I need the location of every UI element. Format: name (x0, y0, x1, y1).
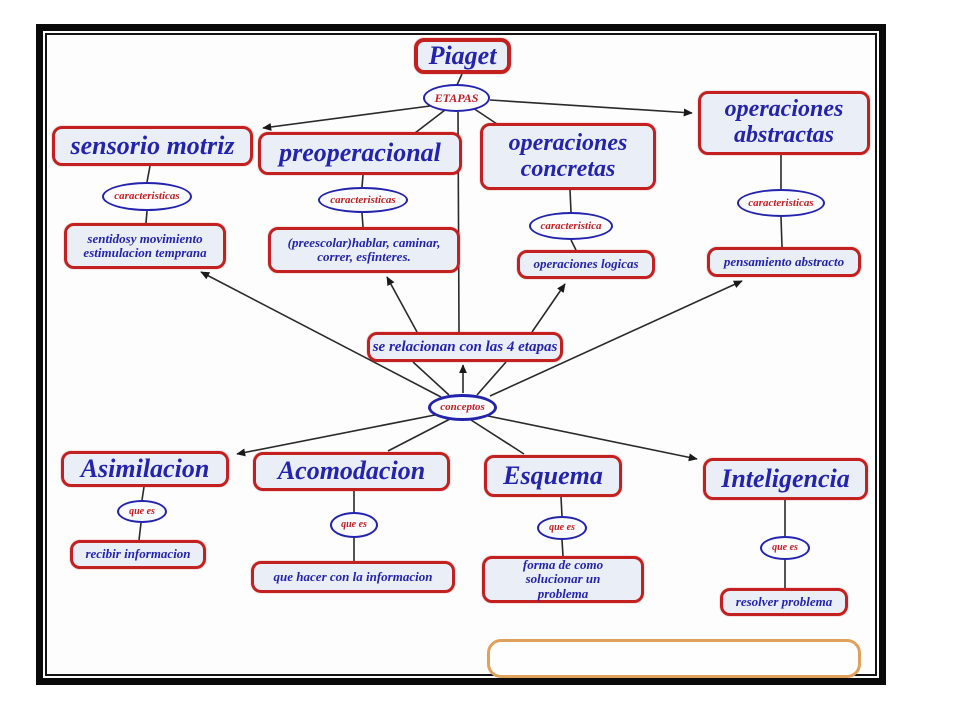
node-acomodacion: Acomodacion (253, 452, 450, 491)
node-desc-inteligencia: resolver problema (720, 588, 848, 616)
node-etapas: ETAPAS (423, 84, 490, 112)
empty-note-box (487, 639, 861, 678)
node-desc-concretas: operaciones logicas (517, 250, 655, 279)
node-desc-sensorio: sentidosy movimiento estimulacion tempra… (64, 223, 226, 269)
node-caracteristicas-sensorio: caracteristicas (102, 182, 192, 211)
node-caracteristica-concretas: caracteristica (529, 212, 613, 240)
node-desc-esquema: forma de como solucionar un problema (482, 556, 644, 603)
node-relacion: se relacionan con las 4 etapas (367, 332, 563, 362)
node-que-es-inteligencia: que es (760, 536, 810, 560)
node-piaget: Piaget (414, 38, 511, 74)
node-que-es-acomodacion: que es (330, 512, 378, 538)
node-conceptos: conceptos (428, 394, 497, 421)
node-desc-preoperacional: (preescolar)hablar, caminar, correr, esf… (268, 227, 460, 273)
node-operaciones-concretas: operaciones concretas (480, 123, 656, 190)
node-operaciones-abstractas: operaciones abstractas (698, 91, 870, 155)
node-asimilacion: Asimilacion (61, 451, 229, 487)
node-preoperacional: preoperacional (258, 132, 462, 175)
node-que-es-esquema: que es (537, 516, 587, 540)
node-caracteristicas-abstractas: caracteristicas (737, 189, 825, 217)
node-sensorio-motriz: sensorio motriz (52, 126, 253, 166)
node-caracteristicas-preoperacional: caracteristicas (318, 187, 408, 213)
node-esquema: Esquema (484, 455, 622, 497)
node-desc-acomodacion: que hacer con la informacion (251, 561, 455, 593)
node-que-es-asimilacion: que es (117, 500, 167, 523)
node-inteligencia: Inteligencia (703, 458, 868, 500)
node-desc-abstractas: pensamiento abstracto (707, 247, 861, 277)
node-desc-asimilacion: recibir informacion (70, 540, 206, 569)
